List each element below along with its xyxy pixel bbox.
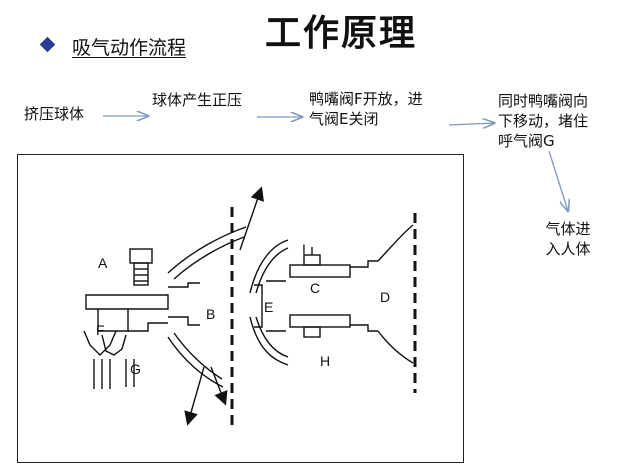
label-a: A <box>98 255 108 271</box>
valve-lower-body <box>289 314 351 328</box>
flow-step-4-line-2: 下移动，堵住 <box>498 112 589 130</box>
flow-step-4-line-3: 呼气阀G <box>498 132 555 150</box>
flow-step-3-line-2: 气阀E关闭 <box>309 110 379 128</box>
label-d: D <box>380 289 390 305</box>
chamber-curve-lower <box>249 316 289 366</box>
slide-title: 工作原理 <box>265 13 418 54</box>
flow-step-5: 气体进 入人体 <box>538 219 598 259</box>
flow-arrow-4 <box>548 150 568 211</box>
expansion-arrow-bottom <box>184 366 205 426</box>
label-c: C <box>310 280 320 296</box>
expansion-arrow-right <box>210 366 228 406</box>
label-h: H <box>320 353 330 369</box>
label-g: G <box>130 361 141 377</box>
flow-step-4: 同时鸭嘴阀向 下移动，堵住 呼气阀G <box>498 91 628 151</box>
bulb-outline-upper <box>167 226 247 274</box>
valve-upper-body <box>289 264 351 278</box>
flow-step-5-line-1: 气体进 <box>545 220 591 238</box>
valve-diagram-drawing: A B C D E F G H I <box>83 186 417 426</box>
inlet-valve-e <box>254 284 263 328</box>
label-i: I <box>302 241 306 257</box>
label-b: B <box>206 306 215 322</box>
flow-step-4-line-1: 同时鸭嘴阀向 <box>498 92 589 110</box>
valve-diagram: A B C D E F G H I <box>17 154 464 463</box>
expansion-arrow-top <box>239 186 264 251</box>
label-e: E <box>264 299 273 315</box>
flow-step-5-line-2: 入人体 <box>545 240 591 258</box>
flow-step-3: 鸭嘴阀F开放，进 气阀E关闭 <box>309 89 459 129</box>
slide-subtitle: 吸气动作流程 <box>72 37 187 59</box>
duckbill-valve-f <box>83 330 117 356</box>
flow-step-2: 球体产生正压 <box>152 91 243 109</box>
chamber-curve-upper <box>249 239 289 294</box>
flow-step-1: 挤压球体 <box>24 105 85 123</box>
valve-a-cap <box>129 248 153 264</box>
label-f: F <box>96 322 105 338</box>
bulb-outline-lower <box>167 336 224 388</box>
flow-arrow-3 <box>448 123 494 125</box>
flow-step-3-line-1: 鸭嘴阀F开放，进 <box>309 90 423 108</box>
